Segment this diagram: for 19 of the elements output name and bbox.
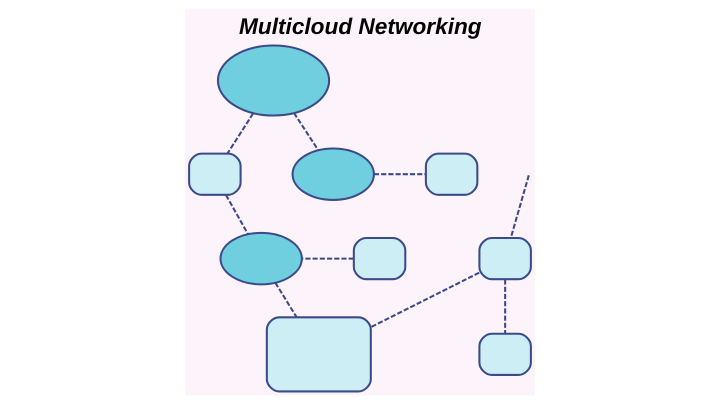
connector xyxy=(504,280,506,334)
diagram-title: Multicloud Networking xyxy=(239,14,482,39)
node-box xyxy=(478,332,532,376)
node-box xyxy=(352,237,406,280)
connector xyxy=(374,173,426,176)
node-box xyxy=(424,152,478,196)
connector xyxy=(302,258,354,260)
node-cloud xyxy=(219,232,303,286)
node-cloud xyxy=(216,44,330,117)
node-box xyxy=(478,237,532,280)
connector xyxy=(226,113,254,154)
node-box xyxy=(188,152,242,196)
connector xyxy=(510,175,530,238)
connector xyxy=(225,194,249,235)
node-box xyxy=(266,316,372,392)
connector xyxy=(370,272,480,328)
node-cloud xyxy=(292,147,375,201)
connector xyxy=(293,112,319,151)
connector xyxy=(274,282,298,318)
